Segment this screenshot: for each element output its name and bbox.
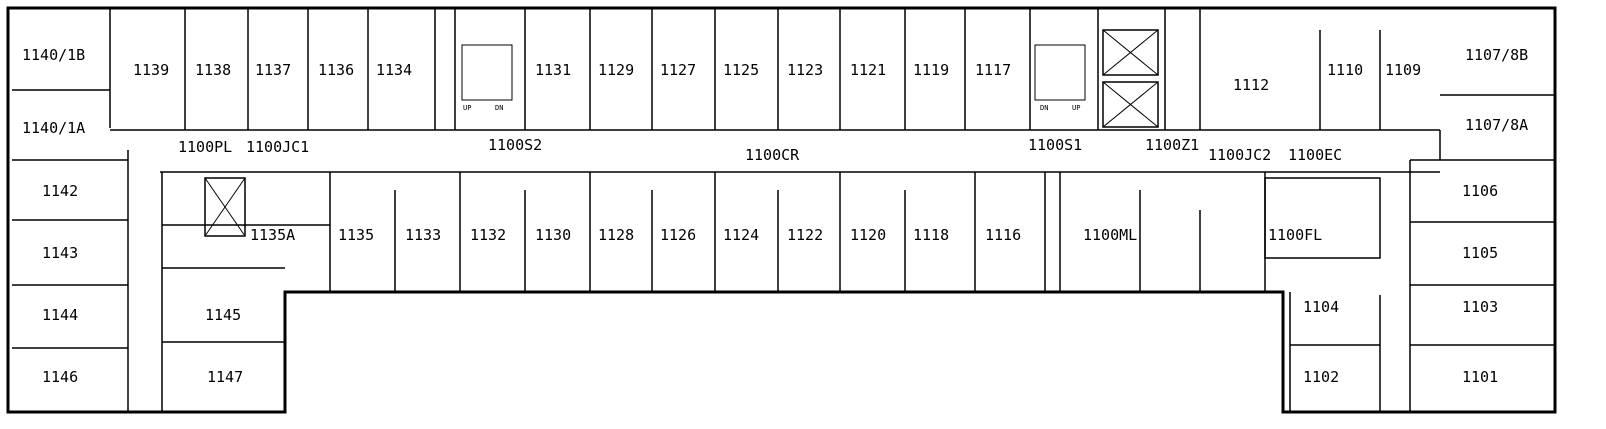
room-label: 1117 xyxy=(975,61,1011,79)
room-label: 1129 xyxy=(598,61,634,79)
room-label: 1125 xyxy=(723,61,759,79)
callout-label: 1100S1 xyxy=(1028,136,1082,154)
room-label: 1131 xyxy=(535,61,571,79)
room-label: 1107/8B xyxy=(1465,46,1528,64)
room-label: 1100FL xyxy=(1268,226,1322,244)
room-label: 1132 xyxy=(470,226,506,244)
room-label: 1118 xyxy=(913,226,949,244)
room-label: 1128 xyxy=(598,226,634,244)
room-label: 1126 xyxy=(660,226,696,244)
room-label: 1135 xyxy=(338,226,374,244)
room-label: 1105 xyxy=(1462,244,1498,262)
callout-label: 1100PL xyxy=(178,138,232,156)
room-label: 1143 xyxy=(42,244,78,262)
room-label: 1120 xyxy=(850,226,886,244)
room-label: 1123 xyxy=(787,61,823,79)
callout-label: 1100JC2 xyxy=(1208,146,1271,164)
room-label: 1104 xyxy=(1303,298,1339,316)
room-label: 1140/1B xyxy=(22,46,85,64)
room-label: 1133 xyxy=(405,226,441,244)
stair-down-label: DN xyxy=(495,104,503,112)
room-label: 1134 xyxy=(376,61,412,79)
callout-label: 1100Z1 xyxy=(1145,136,1199,154)
room-labels: 1140/1B 1139 1138 1137 1136 1134 1131 11… xyxy=(22,46,1528,386)
stair-down-label: DN xyxy=(1040,104,1048,112)
room-label: 1144 xyxy=(42,306,78,324)
room-label: 1145 xyxy=(205,306,241,324)
room-label: 1110 xyxy=(1327,61,1363,79)
room-label: 1116 xyxy=(985,226,1021,244)
room-label: 1135A xyxy=(250,226,295,244)
room-label: 1106 xyxy=(1462,182,1498,200)
room-label: 1142 xyxy=(42,182,78,200)
room-label: 1107/8A xyxy=(1465,116,1528,134)
room-label: 1102 xyxy=(1303,368,1339,386)
room-label: 1119 xyxy=(913,61,949,79)
walls xyxy=(6,6,1557,414)
room-label: 1127 xyxy=(660,61,696,79)
partitions-bottom xyxy=(329,172,1381,292)
room-label: 1136 xyxy=(318,61,354,79)
callout-label: 1100JC1 xyxy=(246,138,309,156)
room-label: 1101 xyxy=(1462,368,1498,386)
room-label: 1112 xyxy=(1233,76,1269,94)
callout-label: 1100CR xyxy=(745,146,800,164)
callout-label: 1100EC xyxy=(1288,146,1342,164)
room-label: 1140/1A xyxy=(22,119,85,137)
room-label: 1109 xyxy=(1385,61,1421,79)
room-label: 1139 xyxy=(133,61,169,79)
room-label: 1121 xyxy=(850,61,886,79)
room-label: 1103 xyxy=(1462,298,1498,316)
room-label: 1147 xyxy=(207,368,243,386)
room-label: 1138 xyxy=(195,61,231,79)
room-label: 1137 xyxy=(255,61,291,79)
room-label: 1100ML xyxy=(1083,226,1137,244)
room-label: 1122 xyxy=(787,226,823,244)
callout-label: 1100S2 xyxy=(488,136,542,154)
room-label: 1124 xyxy=(723,226,759,244)
room-label: 1146 xyxy=(42,368,78,386)
partitions-top xyxy=(184,8,1381,130)
stair-up-label: UP xyxy=(463,104,471,112)
stair-up-label: UP xyxy=(1072,104,1080,112)
room-label: 1130 xyxy=(535,226,571,244)
